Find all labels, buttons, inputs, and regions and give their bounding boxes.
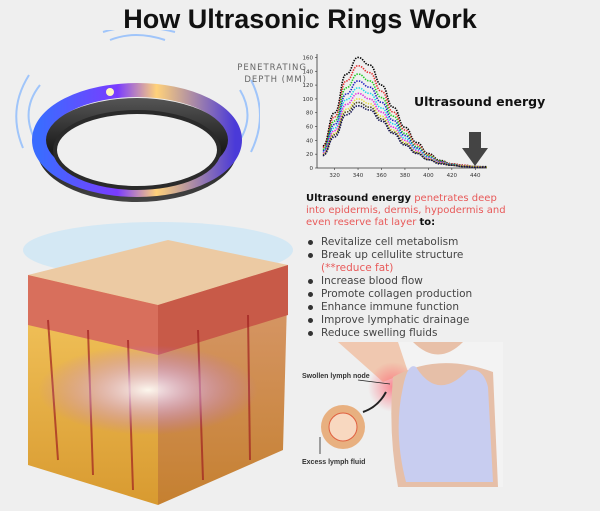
x-tick-label: 320: [329, 173, 340, 179]
list-item: Increase blood flow: [306, 275, 472, 288]
list-item: Improve lymphatic drainage: [306, 314, 472, 327]
list-item-text: Break up cellulite structure: [321, 249, 464, 261]
description-highlight: penetrates deep into epidermis, dermis, …: [306, 193, 506, 228]
x-tick-label: 440: [470, 173, 481, 179]
excess-lymph-fluid-label: Excess lymph fluid: [302, 459, 366, 466]
benefit-note: (**reduce fat): [321, 262, 394, 274]
description: Ultrasound energy penetrates deep into e…: [306, 193, 506, 229]
ultrasound-glow: [38, 345, 258, 435]
ring-inner: [55, 112, 219, 188]
series-line-1: [322, 56, 487, 168]
benefits-list: Revitalize cell metabolism Break up cell…: [306, 236, 472, 340]
description-lead: Ultrasound energy: [306, 193, 411, 204]
y-tick-label: 120: [303, 83, 314, 89]
list-item: Revitalize cell metabolism: [306, 236, 472, 249]
y-tick-label: 80: [306, 111, 313, 117]
y-tick-label: 60: [306, 125, 313, 131]
ring-chip-light: [106, 88, 114, 96]
series-line-6: [322, 92, 488, 169]
face: [413, 342, 463, 355]
y-tick-label: 100: [303, 97, 314, 103]
description-tail: to:: [419, 217, 436, 228]
y-tick-label: 20: [306, 152, 313, 158]
list-item: Enhance immune function: [306, 301, 472, 314]
penetration-chart: 0 20 40 60 80 100 120 140 160 320 340 360 380 400 420 4…: [303, 54, 488, 179]
skin-layers-illustration: [23, 222, 293, 505]
y-tick-label: 160: [303, 55, 314, 61]
series-line-9: [322, 105, 487, 169]
swollen-lymph-node-label: Swollen lymph node: [302, 373, 370, 380]
list-item: Reduce swelling fluids: [306, 327, 472, 340]
y-tick-label: 140: [303, 69, 314, 75]
ultrasonic-ring-illustration: [15, 30, 260, 202]
x-tick-label: 400: [423, 173, 434, 179]
x-tick-label: 340: [353, 173, 364, 179]
energy-label: Ultrasound energy: [414, 94, 546, 109]
list-item: Promote collagen production: [306, 288, 472, 301]
list-item: Break up cellulite structure(**reduce fa…: [306, 249, 472, 275]
lymph-node-illustration: [319, 342, 503, 487]
series-line-7: [322, 98, 488, 169]
x-tick-label: 380: [400, 173, 411, 179]
y-tick-label: 0: [310, 166, 314, 172]
series-line-8: [322, 101, 487, 169]
tank-top: [398, 366, 493, 482]
down-arrow-icon: [462, 132, 488, 166]
x-tick-label: 360: [376, 173, 387, 179]
skin-top-surface: [28, 240, 288, 305]
chart-y-label: PENETRATING DEPTH (MM): [237, 63, 307, 85]
x-tick-label: 420: [447, 173, 458, 179]
page-title: How Ultrasonic Rings Work: [123, 4, 477, 34]
y-tick-label: 40: [306, 138, 313, 144]
